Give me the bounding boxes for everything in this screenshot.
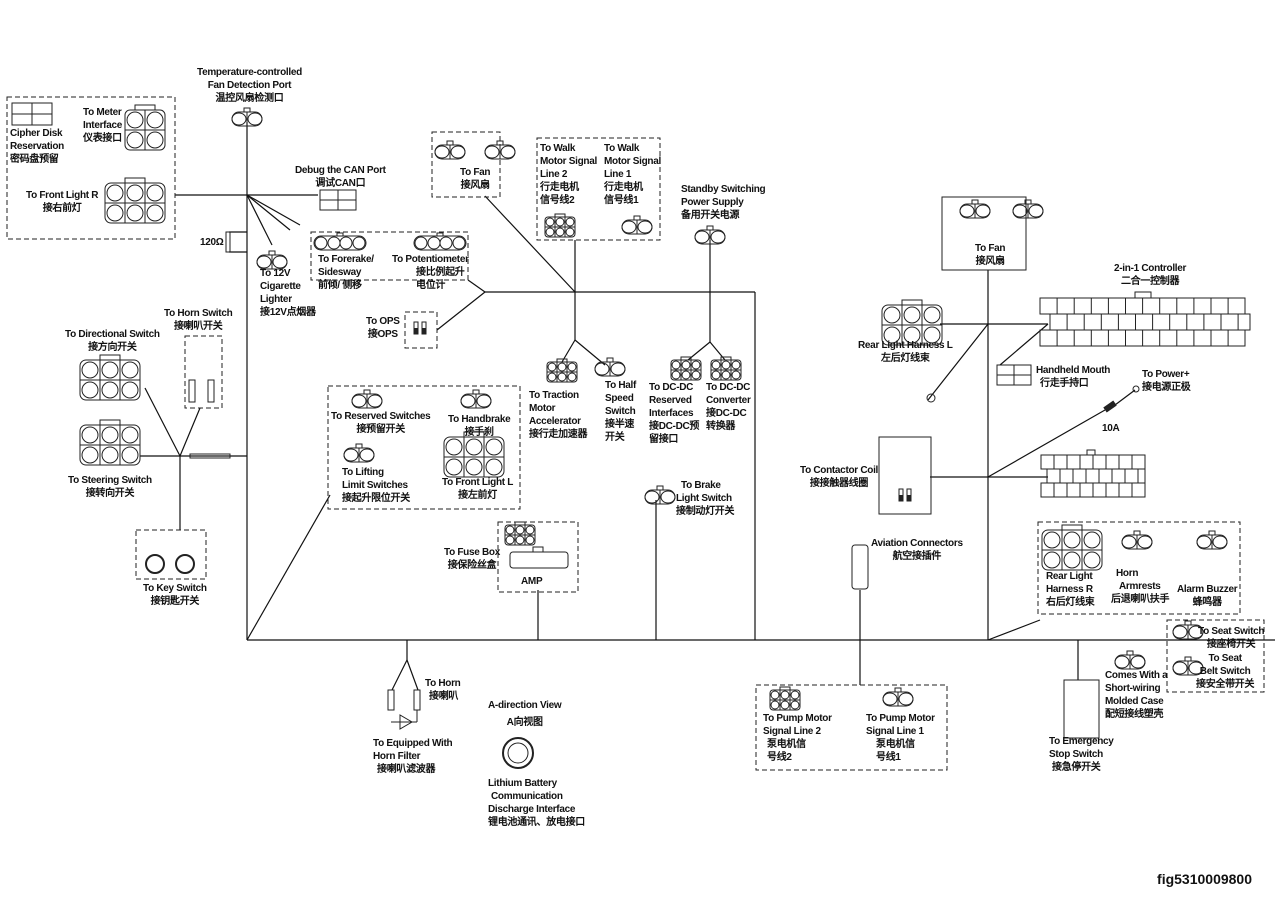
figure-id: fig5310009800: [1157, 871, 1252, 887]
main-wires: [140, 122, 1275, 691]
controller-2in1: [1039, 291, 1251, 347]
power-plus-label: To Power+接电源正极: [1142, 369, 1191, 393]
resistor-label: 120Ω: [200, 237, 224, 248]
amp-label: AMP: [521, 576, 543, 587]
dashed-groups: [6, 96, 1265, 771]
solid-boxes: [11, 102, 1100, 739]
fuse-10a-label: 10A: [1102, 423, 1120, 434]
controller-grid-lines: [1056, 298, 1239, 346]
